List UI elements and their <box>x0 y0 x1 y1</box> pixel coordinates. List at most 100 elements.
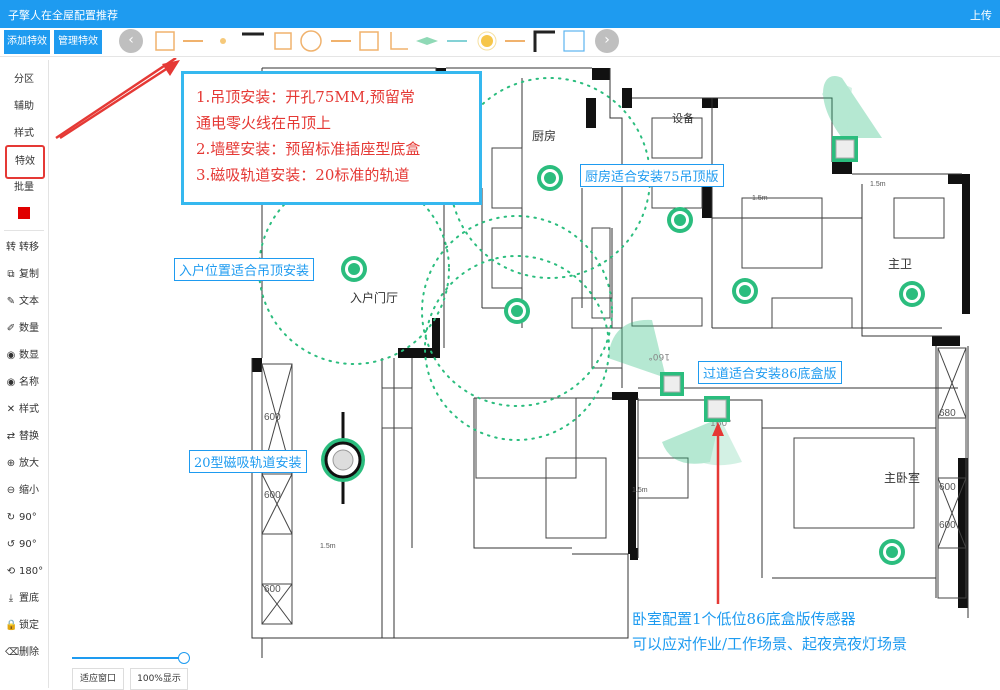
wallbox-sensor[interactable] <box>660 372 684 396</box>
wallbox-sensor[interactable] <box>832 136 858 162</box>
prev-arrow-icon[interactable]: ‹ <box>119 29 143 53</box>
tool-text[interactable]: ✎文本 <box>0 290 48 314</box>
annotation-entry[interactable]: 入户位置适合吊顶安装 <box>174 258 315 281</box>
next-arrow-icon[interactable]: › <box>595 29 619 53</box>
bedroom-note-line-1: 卧室配置1个低位86底盒版传感器 <box>632 610 856 628</box>
brush-icon: ✕ <box>6 404 16 415</box>
pencil-icon: ✐ <box>6 323 16 334</box>
design-canvas[interactable]: 160° 160° <box>52 58 1000 688</box>
ceiling-sensor[interactable] <box>667 207 693 233</box>
ceiling-sensor[interactable] <box>341 256 367 282</box>
tool-delete[interactable]: ⌫删除 <box>0 641 48 665</box>
sensor-cones <box>608 76 882 466</box>
ceiling-sensor[interactable] <box>537 165 563 191</box>
fit-window-button[interactable]: 适应窗口 <box>72 668 124 690</box>
dim-label: 600 <box>939 482 956 493</box>
thin-walls <box>251 67 969 658</box>
dim-label: 1.5m <box>632 487 648 494</box>
annotation-track[interactable]: 20型磁吸轨道安装 <box>189 450 307 473</box>
track-sensor[interactable] <box>321 412 365 504</box>
tool-zoom-in[interactable]: ⊕放大 <box>0 452 48 476</box>
color-swatch[interactable] <box>18 207 30 219</box>
ceiling-sensor[interactable] <box>732 278 758 304</box>
ceiling-sensor[interactable] <box>504 298 530 324</box>
eye-icon: ◉ <box>6 350 16 361</box>
zoom-slider-track[interactable] <box>72 657 184 659</box>
tool-move[interactable]: 转转移 <box>0 236 48 260</box>
rotate-180-icon: ⟲ <box>6 566 16 577</box>
dim-label: 680 <box>939 408 956 419</box>
walls <box>252 68 970 608</box>
effect-toolbar: 添加特效 管理特效 ‹ › <box>0 28 1000 57</box>
dim-label: 600 <box>264 412 281 423</box>
sensor-angle-label-1: 160° <box>648 351 670 361</box>
sun-icon[interactable] <box>474 28 500 54</box>
square-outline-icon[interactable] <box>356 28 382 54</box>
tab-partition[interactable]: 分区 <box>14 74 34 85</box>
tool-quantity[interactable]: ✐数量 <box>0 317 48 341</box>
panel-divider <box>4 230 44 231</box>
effect-pointer-arrow <box>59 60 180 140</box>
add-effect-button[interactable]: 添加特效 <box>4 30 50 54</box>
title-bar: 子擎人在全屋配置推荐 上传 <box>0 0 1000 28</box>
line-icon[interactable] <box>444 28 470 54</box>
dash-line-icon[interactable] <box>180 28 206 54</box>
annotation-kitchen[interactable]: 厨房适合安装75吊顶版 <box>580 164 724 187</box>
tool-lock[interactable]: 🔒锁定 <box>0 614 48 638</box>
tool-send-back[interactable]: ⤓置底 <box>0 587 48 611</box>
tool-rotate-cw[interactable]: ↻90° <box>0 506 48 530</box>
room-label-entry: 入户门厅 <box>350 290 398 305</box>
dash-line-icon[interactable] <box>502 28 528 54</box>
tab-style[interactable]: 样式 <box>14 128 34 139</box>
tab-effect[interactable]: 特效 <box>5 145 45 179</box>
rotate-cw-icon: ↻ <box>6 512 16 523</box>
dim-label: 1.5m <box>320 543 336 550</box>
ceiling-sensors <box>341 165 925 565</box>
tool-replace[interactable]: ⇄替换 <box>0 425 48 449</box>
square-outline-icon[interactable] <box>152 28 178 54</box>
bedroom-note-line-2: 可以应对作业/工作场景、起夜亮夜灯场景 <box>632 635 908 653</box>
zoom-slider-handle[interactable] <box>178 652 190 664</box>
corner-bracket-icon[interactable] <box>386 28 412 54</box>
tool-zoom-out[interactable]: ⊖缩小 <box>0 479 48 503</box>
tab-batch[interactable]: 批量 <box>14 182 34 193</box>
zoom-in-icon: ⊕ <box>6 458 16 469</box>
fan-sensor-icon[interactable] <box>414 28 440 54</box>
wallbox-sensor[interactable] <box>704 396 730 422</box>
tool-copy[interactable]: ⧉复制 <box>0 263 48 287</box>
callout-line: 2.墙壁安装：预留标准插座型底盒 <box>196 140 421 158</box>
tool-name[interactable]: ◉名称 <box>0 371 48 395</box>
circle-outline-icon[interactable] <box>298 28 324 54</box>
dim-label: 1.5m <box>870 181 886 188</box>
floor-plan-drawing: 160° 160° <box>55 58 970 658</box>
lock-icon: 🔒 <box>5 620 18 631</box>
upload-button[interactable]: 上传 <box>970 9 992 22</box>
annotation-corridor[interactable]: 过道适合安装86底盒版 <box>698 361 842 384</box>
tool-show-count[interactable]: ◉数显 <box>0 344 48 368</box>
room-label-master-bedroom: 主卧室 <box>884 470 920 485</box>
tool-rotate-180[interactable]: ⟲180° <box>0 560 48 584</box>
zoom-100-button[interactable]: 100%显示 <box>130 668 188 690</box>
zoom-out-icon: ⊖ <box>6 485 16 496</box>
ceiling-sensor[interactable] <box>879 539 905 565</box>
tab-auxiliary[interactable]: 辅助 <box>14 101 34 112</box>
dark-corner-icon[interactable] <box>532 28 558 54</box>
app-title: 子擎人在全屋配置推荐 <box>8 9 118 22</box>
dim-label: 600 <box>264 490 281 501</box>
ceiling-sensor[interactable] <box>899 281 925 307</box>
move-icon: 转 <box>6 242 16 253</box>
dash-line-icon[interactable] <box>328 28 354 54</box>
manage-effect-button[interactable]: 管理特效 <box>54 30 102 54</box>
square-outline-icon[interactable] <box>270 28 296 54</box>
tool-rotate-ccw[interactable]: ↺90° <box>0 533 48 557</box>
square-blue-icon[interactable] <box>561 28 587 54</box>
dark-bar-icon[interactable] <box>240 28 266 54</box>
tool-style[interactable]: ✕样式 <box>0 398 48 422</box>
delete-icon: ⌫ <box>5 647 20 658</box>
left-panel: 分区 辅助 样式 特效 批量 转转移 ⧉复制 ✎文本 ✐数量 ◉数显 ◉名称 ✕… <box>0 60 49 688</box>
glow-dot-icon[interactable] <box>210 28 236 54</box>
dim-label: 600 <box>264 584 281 595</box>
rotate-ccw-icon: ↺ <box>6 539 16 550</box>
send-back-icon: ⤓ <box>8 593 14 604</box>
zoom-controls: 适应窗口 100%显示 <box>52 652 1000 690</box>
